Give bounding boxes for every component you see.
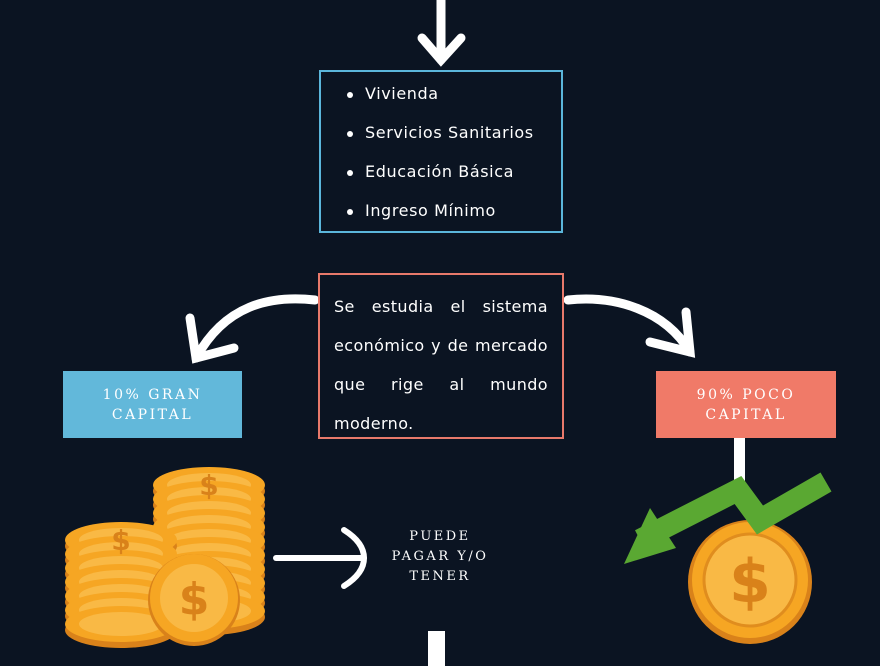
right-tag-label: 90% POCO CAPITAL <box>696 386 796 423</box>
list-item: Educación Básica <box>343 162 561 201</box>
down-trend-arrow-icon <box>624 472 832 564</box>
svg-text:$: $ <box>111 524 130 557</box>
list-items: Vivienda Servicios Sanitarios Educación … <box>343 84 561 240</box>
list-item: Ingreso Mínimo <box>343 201 561 240</box>
svg-text:$: $ <box>199 469 218 502</box>
list-item: Servicios Sanitarios <box>343 123 561 162</box>
curved-arrow-right-icon <box>563 294 696 358</box>
down-arrow-icon <box>417 0 466 67</box>
left-tag-label: 10% GRAN CAPITAL <box>102 386 203 423</box>
right-tag: 90% POCO CAPITAL <box>656 371 836 438</box>
svg-text:$: $ <box>179 574 210 625</box>
single-coin-icon: $ <box>688 520 812 644</box>
right-arrow-icon <box>273 527 368 589</box>
left-tag: 10% GRAN CAPITAL <box>63 371 242 438</box>
description-box: Se estudia el sistema económico y de mer… <box>318 273 564 439</box>
connector-line <box>734 438 745 498</box>
list-item: Vivienda <box>343 84 561 123</box>
svg-text:$: $ <box>729 547 771 617</box>
coin-stack-icon: $ $ $ <box>65 467 265 648</box>
outcome-label: PUEDE PAGAR Y/O TENER <box>391 529 489 584</box>
curved-arrow-left-icon <box>185 294 320 364</box>
connector-line <box>428 631 445 666</box>
list-box: Vivienda Servicios Sanitarios Educación … <box>319 70 563 233</box>
